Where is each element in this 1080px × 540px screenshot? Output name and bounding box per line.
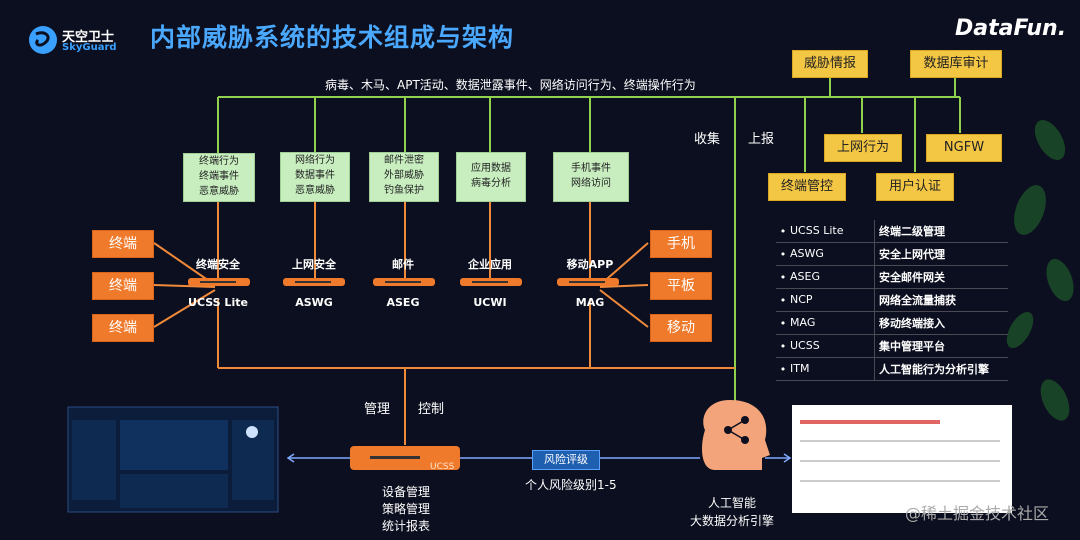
green-box: 邮件泄密外部威胁钓鱼保护 — [369, 152, 439, 202]
collect-label: 收集 — [694, 132, 721, 147]
logo-en: SkyGuard — [62, 42, 117, 53]
green-box: 终端行为终端事件恶意威胁 — [183, 153, 255, 202]
endpoint-box: 终端 — [92, 314, 154, 342]
endpoint-box: 平板 — [650, 272, 712, 300]
device-label: UCSS Lite — [188, 296, 248, 309]
brand-logo: DataFun. — [955, 16, 1067, 41]
endpoint-box: 终端 — [92, 230, 154, 258]
ai-label-2: 大数据分析引擎 — [690, 514, 775, 528]
green-box: 应用数据病毒分析 — [456, 152, 526, 202]
report-label: 上报 — [748, 132, 775, 147]
threat-sources: 病毒、木马、APT活动、数据泄露事件、网络访问行为、终端操作行为 — [325, 78, 696, 92]
logo-cn: 天空卫士 — [62, 30, 115, 45]
risk-rating-box: 风险评级 — [532, 450, 600, 470]
endpoint-box: 移动 — [650, 314, 712, 342]
yellow-box: 上网行为 — [824, 134, 902, 162]
green-box: 网络行为数据事件恶意威胁 — [280, 152, 350, 202]
green-box: 手机事件网络访问 — [553, 152, 629, 202]
device-label: ASWG — [295, 296, 333, 309]
manage-label: 管理 — [364, 402, 391, 417]
product-label: 终端安全 — [196, 258, 240, 271]
yellow-box: 用户认证 — [876, 173, 954, 201]
dashboard-thumbnail — [67, 406, 279, 513]
mgmt-item: 设备管理 — [382, 485, 431, 499]
device-label: ASEG — [386, 296, 420, 309]
yellow-box: NGFW — [926, 134, 1002, 162]
product-label: 上网安全 — [292, 258, 336, 271]
web-thumbnail — [792, 405, 1012, 513]
yellow-box: 威胁情报 — [792, 50, 868, 78]
watermark: @稀土掘金技术社区 — [905, 504, 1050, 523]
device-label: UCWI — [473, 296, 507, 309]
mgmt-item: 策略管理 — [382, 502, 431, 516]
endpoint-box: 手机 — [650, 230, 712, 258]
mgmt-item: 统计报表 — [382, 519, 431, 533]
device-label: MAG — [575, 296, 605, 309]
endpoint-box: 终端 — [92, 272, 154, 300]
yellow-box: 终端管控 — [768, 173, 846, 201]
control-label: 控制 — [418, 402, 445, 417]
risk-level: 个人风险级别1-5 — [525, 478, 617, 492]
product-label: 邮件 — [392, 258, 414, 271]
device-shapes — [188, 278, 619, 470]
ucss-device-label: UCSS — [430, 462, 455, 472]
product-label: 移动APP — [566, 258, 614, 271]
product-label: 企业应用 — [468, 258, 512, 271]
page-title: 内部威胁系统的技术组成与架构 — [150, 23, 515, 52]
ai-head-icon — [702, 400, 770, 470]
yellow-box: 数据库审计 — [910, 50, 1002, 78]
ai-label-1: 人工智能 — [708, 496, 757, 510]
skyguard-logo-icon — [29, 26, 57, 54]
